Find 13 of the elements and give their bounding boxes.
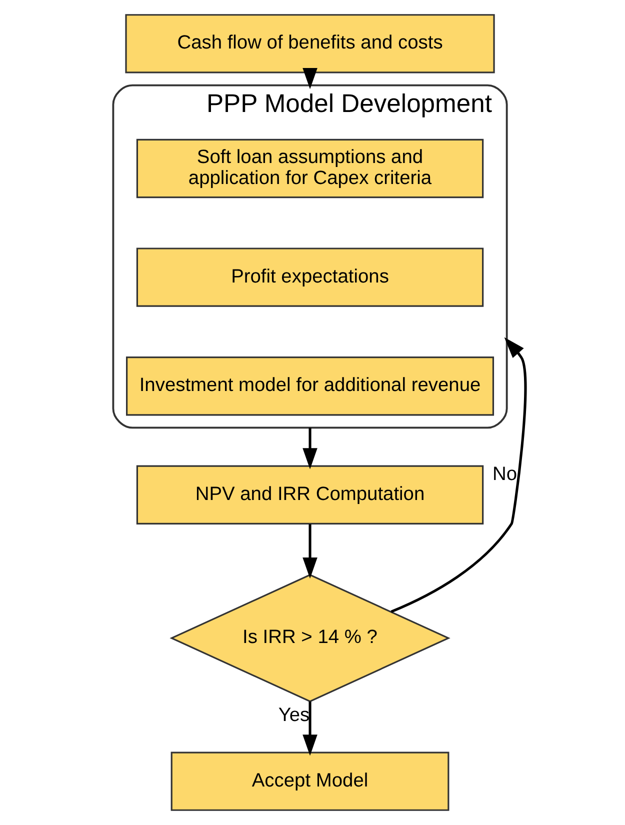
node-diamond: Is IRR > 14 % ? — [169, 574, 450, 702]
arrow — [390, 337, 526, 613]
arrow — [302, 702, 317, 756]
edge-label: No — [492, 464, 517, 485]
node-box: Investment model for additional revenue — [126, 356, 494, 416]
edge-label: Yes — [278, 704, 310, 726]
arrow — [302, 524, 317, 579]
arrow — [302, 428, 317, 470]
node-box: Soft loan assumptions and application for Capex criteria — [136, 138, 484, 198]
node-box: NPV and IRR Computation — [136, 465, 484, 524]
node-box: Accept Model — [170, 752, 449, 811]
arrow — [302, 68, 317, 90]
node-box: Profit expectations — [136, 248, 484, 307]
